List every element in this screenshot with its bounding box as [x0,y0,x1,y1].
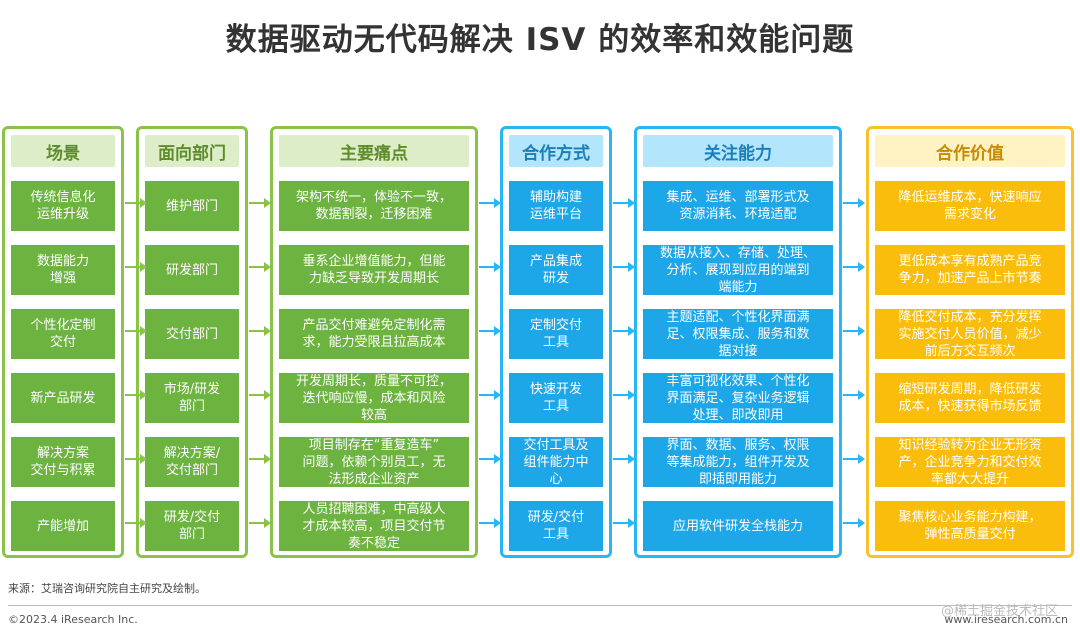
flow-arrow [613,518,635,528]
pain-point-cell: 架构不统一，体验不一致， 数据割裂，迁移困难 [279,181,469,231]
footer-divider [8,605,1072,606]
scenario-cell: 新产品研发 [11,373,115,423]
flow-arrow [613,454,635,464]
column-header-cooperation-value: 合作价值 [875,135,1065,167]
flow-arrow [479,198,501,208]
flow-arrow [843,198,865,208]
department-cell: 市场/研发 部门 [145,373,239,423]
department-cell: 研发部门 [145,245,239,295]
flow-arrow [479,518,501,528]
flow-arrow [613,390,635,400]
column-cooperation-mode: 合作方式 辅助构建 运维平台 产品集成 研发 定制交付 工具 快速开发 工具 交… [500,126,612,558]
pain-point-cell: 开发周期长，质量不可控， 迭代响应慢，成本和风险 较高 [279,373,469,423]
scenario-cell: 数据能力 增强 [11,245,115,295]
cooperation-value-cell: 降低交付成本，充分发挥 实施交付人员价值，减少 前后方交互频次 [875,309,1065,359]
cooperation-mode-cell: 产品集成 研发 [509,245,603,295]
flow-arrow [249,390,271,400]
flow-arrow [125,262,147,272]
page-title: 数据驱动无代码解决 ISV 的效率和效能问题 [225,22,855,58]
flow-arrow [479,262,501,272]
column-header-department: 面向部门 [145,135,239,167]
cooperation-value-cell: 缩短研发周期，降低研发 成本，快速获得市场反馈 [875,373,1065,423]
cooperation-mode-cell: 辅助构建 运维平台 [509,181,603,231]
column-cooperation-value: 合作价值 降低运维成本，快速响应 需求变化 更低成本享有成熟产品竞 争力，加速产… [866,126,1074,558]
department-cell: 维护部门 [145,181,239,231]
column-header-pain-points: 主要痛点 [279,135,469,167]
cooperation-mode-cell: 快速开发 工具 [509,373,603,423]
cooperation-value-cell: 更低成本享有成熟产品竞 争力，加速产品上市节奏 [875,245,1065,295]
flow-arrow [479,454,501,464]
pain-point-cell: 人员招聘困难，中高级人 才成本较高，项目交付节 奏不稳定 [279,501,469,551]
copyright: ©2023.4 iResearch Inc. [8,613,138,626]
capability-cell: 数据从接入、存储、处理、 分析、展现到应用的端到 端能力 [643,245,833,295]
cooperation-value-cell: 降低运维成本，快速响应 需求变化 [875,181,1065,231]
flow-arrow [479,326,501,336]
column-header-scenario: 场景 [11,135,115,167]
flow-arrow [249,326,271,336]
watermark: @稀土掘金技术社区 [940,604,1058,619]
flow-arrow [249,262,271,272]
flow-arrow [249,518,271,528]
flow-arrow [125,390,147,400]
flow-arrow [479,390,501,400]
flow-arrow [843,390,865,400]
department-cell: 解决方案/ 交付部门 [145,437,239,487]
capability-cell: 界面、数据、服务、权限 等集成能力，组件开发及 即插即用能力 [643,437,833,487]
flow-arrow [613,198,635,208]
department-cell: 研发/交付 部门 [145,501,239,551]
scenario-cell: 解决方案 交付与积累 [11,437,115,487]
flow-arrow [843,454,865,464]
flow-arrow [125,454,147,464]
flow-arrow [125,326,147,336]
cooperation-mode-cell: 研发/交付 工具 [509,501,603,551]
flow-arrow [843,518,865,528]
flow-arrow [843,262,865,272]
source-note: 来源：艾瑞咨询研究院自主研究及绘制。 [8,582,206,595]
cooperation-value-cell: 知识经验转为企业无形资 产，企业竞争力和交付效 率都大大提升 [875,437,1065,487]
flow-arrow [843,326,865,336]
capability-cell: 丰富可视化效果、个性化 界面满足、复杂业务逻辑 处理、即改即用 [643,373,833,423]
column-pain-points: 主要痛点 架构不统一，体验不一致， 数据割裂，迁移困难 垂系企业增值能力，但能 … [270,126,478,558]
column-scenario: 场景 传统信息化 运维升级 数据能力 增强 个性化定制 交付 新产品研发 解决方… [2,126,124,558]
column-department: 面向部门 维护部门 研发部门 交付部门 市场/研发 部门 解决方案/ 交付部门 … [136,126,248,558]
flow-arrow [125,518,147,528]
flow-arrow [613,326,635,336]
pain-point-cell: 垂系企业增值能力，但能 力缺乏导致开发周期长 [279,245,469,295]
flow-arrow [249,198,271,208]
column-capabilities: 关注能力 集成、运维、部署形式及 资源消耗、环境适配 数据从接入、存储、处理、 … [634,126,842,558]
flow-arrow [613,262,635,272]
department-cell: 交付部门 [145,309,239,359]
capability-cell: 应用软件研发全栈能力 [643,501,833,551]
cooperation-value-cell: 聚焦核心业务能力构建， 弹性高质量交付 [875,501,1065,551]
scenario-cell: 个性化定制 交付 [11,309,115,359]
flow-arrow [249,454,271,464]
capability-cell: 集成、运维、部署形式及 资源消耗、环境适配 [643,181,833,231]
cooperation-mode-cell: 定制交付 工具 [509,309,603,359]
capability-cell: 主题适配、个性化界面满 足、权限集成、服务和数 据对接 [643,309,833,359]
pain-point-cell: 项目制存在“重复造车” 问题，依赖个别员工，无 法形成企业资产 [279,437,469,487]
website: www.iresearch.com.cn [944,613,1068,626]
scenario-cell: 传统信息化 运维升级 [11,181,115,231]
cooperation-mode-cell: 交付工具及 组件能力中 心 [509,437,603,487]
column-header-capabilities: 关注能力 [643,135,833,167]
scenario-cell: 产能增加 [11,501,115,551]
pain-point-cell: 产品交付难避免定制化需 求，能力受限且拉高成本 [279,309,469,359]
column-header-cooperation-mode: 合作方式 [509,135,603,167]
flow-arrow [125,198,147,208]
